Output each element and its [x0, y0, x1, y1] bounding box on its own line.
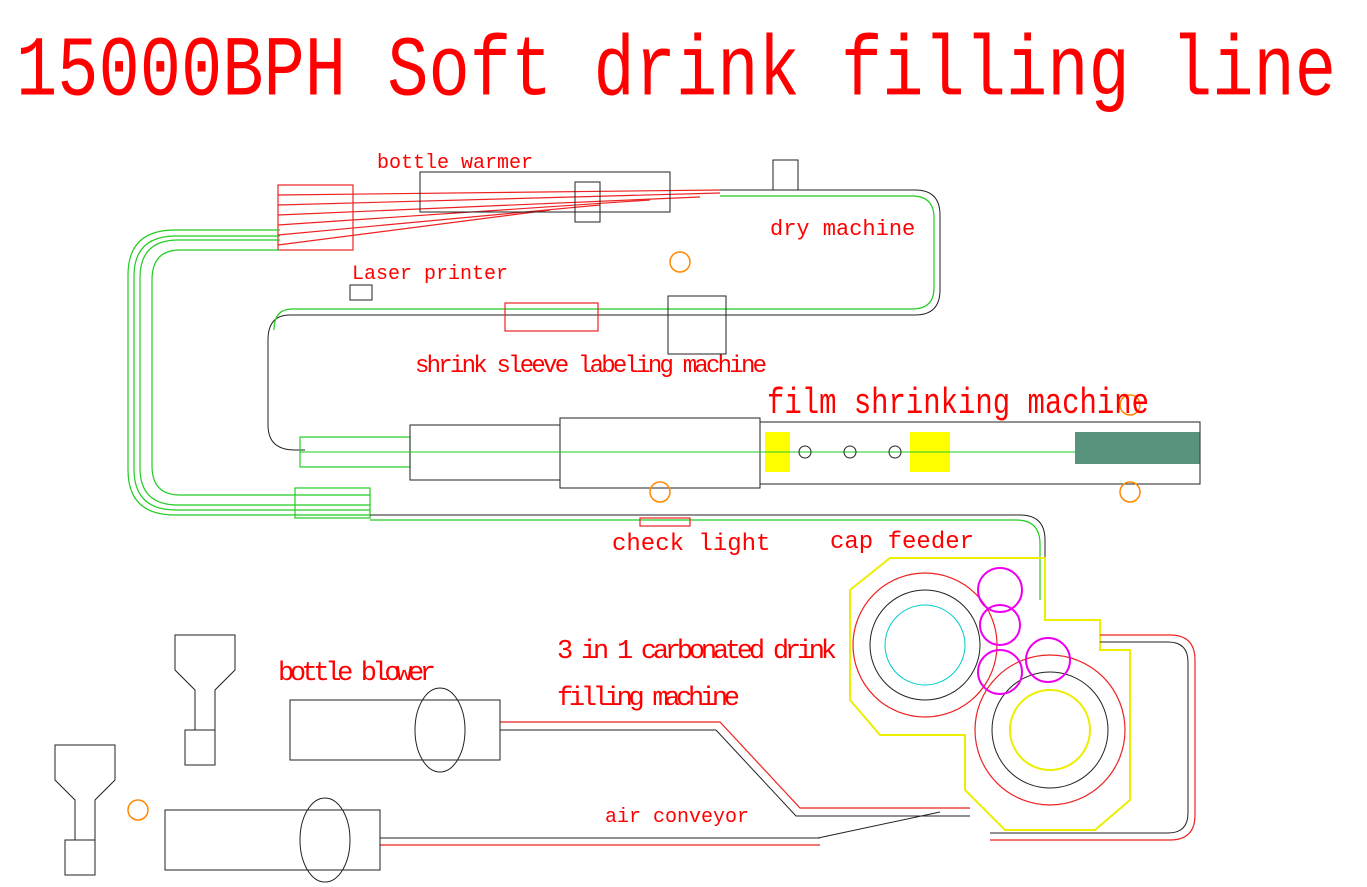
- label-dry-machine: dry machine: [770, 217, 915, 242]
- label-check-light: check light: [612, 531, 770, 558]
- bottle-warmer: [277, 171, 721, 251]
- air-conveyor: [380, 721, 970, 846]
- label-shrink-sleeve: shrink sleeve labeling machine: [415, 353, 767, 380]
- check-light: [639, 517, 691, 527]
- filling-machine: [849, 557, 1131, 831]
- bottle-blower-upper: [174, 634, 501, 773]
- bottle-blower-lower: [54, 744, 381, 883]
- label-air-conveyor: air conveyor: [605, 806, 749, 829]
- conveyor-middle: [370, 514, 1046, 600]
- label-cap-feeder: cap feeder: [830, 529, 974, 556]
- label-laser-printer: Laser printer: [352, 263, 508, 286]
- label-filler-line1: 3 in 1 carbonated drink: [557, 637, 837, 667]
- conveyor-outfeed-inner: [990, 641, 1189, 834]
- label-filler-line2: filling machine: [557, 684, 740, 714]
- diagram-title: 15000BPH Soft drink filling line: [16, 23, 1336, 120]
- label-bottle-warmer: bottle warmer: [377, 152, 533, 175]
- operator-icon: [127, 251, 1141, 821]
- conveyor-middle-inner: [370, 519, 1041, 600]
- conveyor-left-loop: [127, 229, 371, 519]
- conveyor-top: [267, 159, 941, 451]
- film-shrinking-machine: [299, 417, 1201, 489]
- label-bottle-blower: bottle blower: [278, 659, 436, 689]
- conveyor-outfeed: [990, 634, 1196, 841]
- label-film-shrinking: film shrinking machine: [767, 383, 1149, 424]
